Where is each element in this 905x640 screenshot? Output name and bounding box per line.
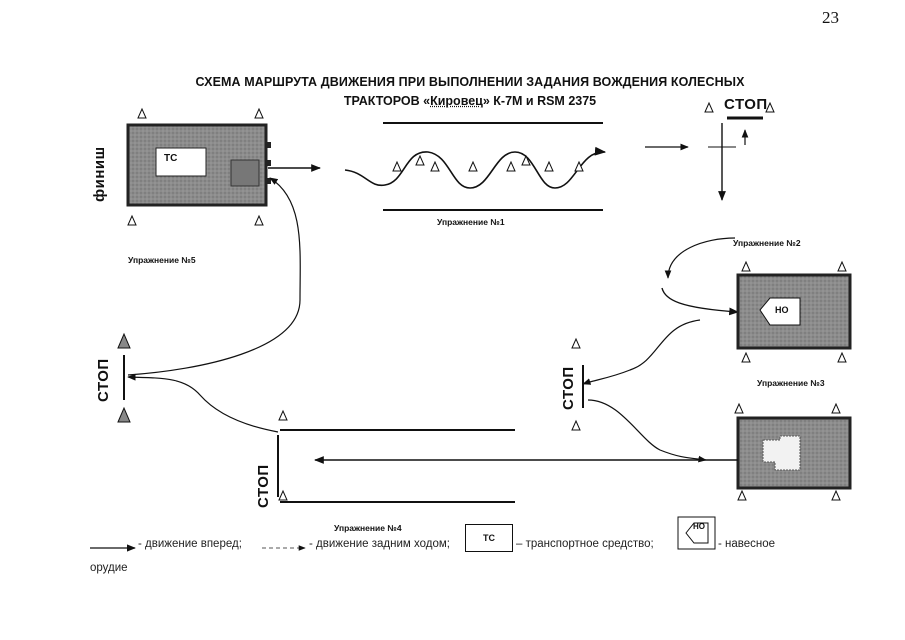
legend-attached-text-b: орудие [90,562,128,574]
exercise-1-label: Упражнение №1 [437,217,505,227]
slalom-path [344,146,607,189]
path-left-stop-to-finish [127,177,301,376]
path-to-exercise-2 [664,237,736,279]
legend-forward-text: - движение вперед; [138,538,242,550]
exercise-2-label: Упражнение №2 [733,238,801,248]
path-ex3-to-stop [582,319,701,385]
slalom-cones [392,154,584,172]
shaded-cones [117,332,131,423]
title-brand: Кировец [430,94,483,108]
exercise-1-corridor [383,122,603,211]
ts-label-finish: ТС [164,153,178,164]
reverse-into-box [661,287,739,316]
diagram-title-line-1: СХЕМА МАРШРУТА ДВИЖЕНИЯ ПРИ ВЫПОЛНЕНИИ З… [195,75,745,89]
legend-vehicle-text: – транспортное средство; [516,538,654,550]
stop-label-bottom: СТОП [255,464,272,508]
path-ex4-to-left-stop [127,373,279,433]
stop-label-middle: СТОП [560,366,577,410]
legend-attached-tool [677,516,716,550]
title-prefix: ТРАКТОРОВ « [343,94,431,108]
page-number: 23 [822,8,839,27]
legend-ts-label: ТС [483,533,495,543]
legend-no-label: НО [693,522,705,531]
parking-box [736,416,852,490]
hitch-box [736,273,852,350]
finish-box [126,123,271,207]
title-suffix: » К-7М и RSM 2375 [482,94,597,108]
diagram-title-line-2: ТРАКТОРОВ «Кировец» К-7М и RSM 2375 [150,94,790,108]
exercise-3-label: Упражнение №3 [757,378,825,388]
no-label: НО [775,305,789,315]
legend-attached-text-a: - навесное [718,538,776,550]
legend-ts-box: ТС [465,524,513,552]
stop-label-left: СТОП [95,358,112,402]
path-stop-to-box4 [587,399,707,463]
exercise-4-label: Упражнение №4 [334,523,402,533]
stop-line-top [708,116,763,201]
exercise-5-label: Упражнение №5 [128,255,196,265]
stop-label-top: СТОП [724,96,768,113]
finish-label: финиш [91,146,108,202]
boundary-cones [127,101,847,501]
legend-reverse-text: - движение задним ходом; [309,538,450,550]
exercise-4-corridor [277,429,738,503]
